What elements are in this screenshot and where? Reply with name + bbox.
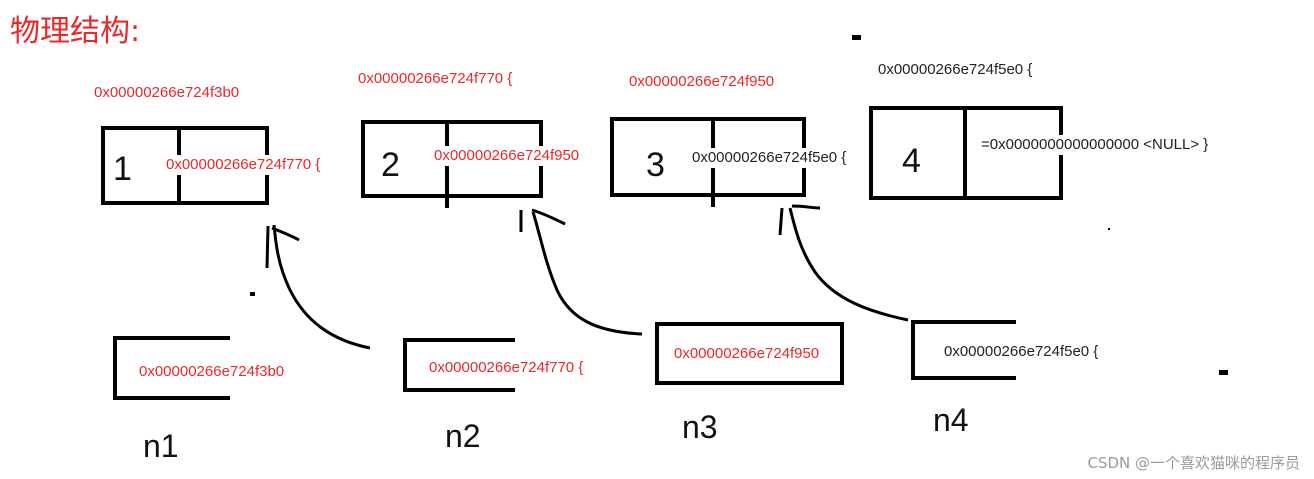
arrow-head-n2 (265, 225, 300, 269)
pointer-box-n4 (911, 320, 1016, 380)
pointer-box-n2 (403, 338, 515, 392)
pointer-n1-name: n1 (143, 428, 179, 464)
arrow-n2-to-node-2 (272, 224, 371, 350)
node-3-value: 3 (646, 146, 665, 184)
pointer-n1-value: 0x00000266e724f3b0 (137, 362, 287, 382)
arrow-head-n4 (778, 204, 821, 236)
pointer-n3-value: 0x00000266e724f950 (672, 344, 822, 364)
arrow-n3-to-node-3 (531, 211, 643, 336)
pointer-n3-name: n3 (682, 409, 718, 445)
node-2-value: 2 (381, 146, 400, 184)
arrow-n4-to-node-4 (788, 207, 909, 322)
pointer-box-n3 (655, 322, 844, 385)
node-2-address: 0x00000266e724f770 { (356, 69, 515, 89)
node-3-next: 0x00000266e724f5e0 { (690, 148, 849, 168)
node-4-address: 0x00000266e724f5e0 { (876, 60, 1035, 80)
node-1-next: 0x00000266e724f770 { (164, 155, 323, 175)
node-4-value: 4 (902, 142, 921, 180)
arrow-head-n3 (519, 208, 566, 232)
pointer-n4-name: n4 (933, 402, 969, 438)
pointer-n2-name: n2 (445, 418, 481, 454)
node-3-address: 0x00000266e724f950 (627, 72, 777, 92)
diagram-title: 物理结构: (10, 14, 141, 49)
pointer-box-n1 (113, 336, 230, 400)
stray-marks (250, 35, 1228, 375)
node-1-address: 0x00000266e724f3b0 (92, 83, 242, 103)
pointer-n4-value: 0x00000266e724f5e0 { (942, 342, 1101, 362)
node-2-next: 0x00000266e724f950 (432, 146, 582, 166)
node-4-next: =0x0000000000000000 <NULL> } (979, 135, 1211, 155)
node-1-value: 1 (113, 150, 132, 188)
watermark: CSDN @一个喜欢猫咪的程序员 (1087, 454, 1300, 472)
pointer-n2-value: 0x00000266e724f770 { (427, 358, 586, 378)
